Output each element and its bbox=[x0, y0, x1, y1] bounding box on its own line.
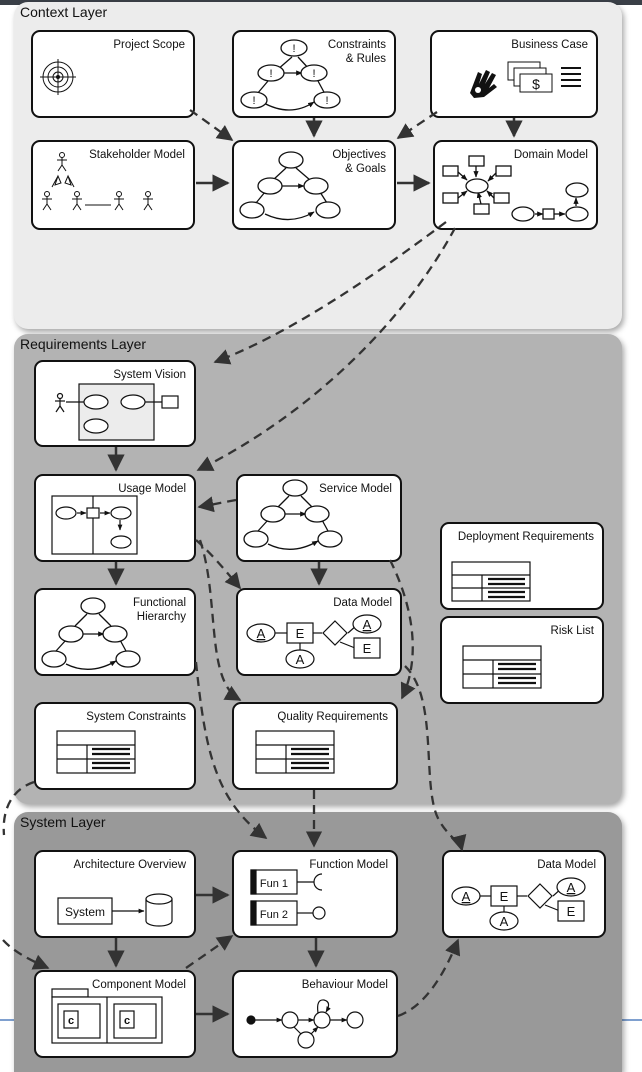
svg-text:!: ! bbox=[312, 68, 315, 80]
sys-data-model-label: Data Model bbox=[537, 859, 596, 871]
deployment-table-icon bbox=[451, 561, 531, 602]
stakeholder-model-label: Stakeholder Model bbox=[89, 149, 185, 161]
behaviour-diagram bbox=[246, 999, 364, 1049]
behaviour-model-box[interactable]: Behaviour Model bbox=[232, 970, 398, 1058]
functional-hierarchy-graph bbox=[41, 597, 141, 670]
constraints-graph: ! ! ! ! ! bbox=[240, 39, 341, 111]
risk-list-label: Risk List bbox=[550, 625, 594, 637]
quality-requirements-label: Quality Requirements bbox=[277, 711, 388, 723]
svg-text:A: A bbox=[567, 880, 576, 895]
project-scope-label: Project Scope bbox=[113, 39, 185, 51]
system-constraints-label: System Constraints bbox=[86, 711, 186, 723]
svg-text:A: A bbox=[296, 652, 305, 667]
target-icon bbox=[40, 59, 76, 95]
requirements-layer-title: Requirements Layer bbox=[20, 336, 147, 352]
money-icon: $ bbox=[507, 61, 553, 93]
function-model-diagram: Fun 1 Fun 2 bbox=[250, 869, 326, 926]
component-diagram: c c bbox=[51, 988, 163, 1044]
svg-text:c: c bbox=[124, 1015, 130, 1027]
context-layer-title: Context Layer bbox=[20, 4, 108, 20]
architecture-diagram: System bbox=[57, 893, 173, 927]
business-case-label: Business Case bbox=[511, 39, 588, 51]
svg-text:!: ! bbox=[269, 68, 272, 80]
svg-text:Fun 2: Fun 2 bbox=[260, 909, 288, 921]
svg-text:A: A bbox=[257, 626, 266, 641]
system-vision-label: System Vision bbox=[113, 369, 186, 381]
req-data-model-label: Data Model bbox=[333, 597, 392, 609]
svg-text:A: A bbox=[500, 914, 509, 929]
sys-er-diagram: A E A E A bbox=[451, 877, 586, 931]
system-vision-diagram bbox=[55, 383, 179, 441]
system-layer-title: System Layer bbox=[20, 814, 106, 830]
system-constraints-table-icon bbox=[56, 730, 136, 774]
solid-arrows bbox=[107, 118, 523, 1023]
usage-model-diagram bbox=[51, 495, 138, 555]
architecture-overview-label: Architecture Overview bbox=[73, 859, 186, 871]
svg-text:!: ! bbox=[325, 95, 328, 107]
service-model-graph bbox=[243, 479, 343, 550]
stakeholder-model-box[interactable]: Stakeholder Model bbox=[31, 140, 195, 230]
svg-text:E: E bbox=[296, 626, 305, 641]
objectives-goals-label: Objectives& Goals bbox=[332, 149, 386, 175]
usage-model-label: Usage Model bbox=[118, 483, 186, 495]
function-model-label: Function Model bbox=[309, 859, 388, 871]
domain-diagram bbox=[442, 155, 589, 222]
svg-text:E: E bbox=[363, 641, 372, 656]
hand-icon bbox=[470, 70, 497, 98]
objectives-graph bbox=[239, 151, 341, 221]
svg-text:A: A bbox=[462, 889, 471, 904]
svg-text:System: System bbox=[65, 905, 105, 919]
svg-text:E: E bbox=[500, 889, 509, 904]
req-er-diagram: A E A E A bbox=[246, 614, 382, 669]
domain-model-label: Domain Model bbox=[513, 149, 588, 161]
component-model-label: Component Model bbox=[92, 979, 186, 991]
svg-text:A: A bbox=[363, 617, 372, 632]
constraints-rules-label: Constraints& Rules bbox=[327, 39, 386, 65]
svg-text:$: $ bbox=[532, 76, 540, 92]
quality-requirements-table-icon bbox=[255, 730, 335, 774]
svg-text:Fun 1: Fun 1 bbox=[260, 878, 288, 890]
behaviour-model-label: Behaviour Model bbox=[301, 979, 388, 991]
deployment-requirements-label: Deployment Requirements bbox=[457, 531, 594, 543]
svg-text:!: ! bbox=[252, 95, 255, 107]
stakeholder-figures bbox=[42, 152, 153, 211]
text-lines-icon bbox=[561, 67, 581, 87]
svg-text:E: E bbox=[567, 904, 576, 919]
dashed-arrows bbox=[2, 109, 467, 1018]
svg-text:!: ! bbox=[292, 43, 295, 55]
service-model-label: Service Model bbox=[319, 483, 392, 495]
svg-text:c: c bbox=[68, 1015, 74, 1027]
risk-table-icon bbox=[462, 645, 542, 689]
